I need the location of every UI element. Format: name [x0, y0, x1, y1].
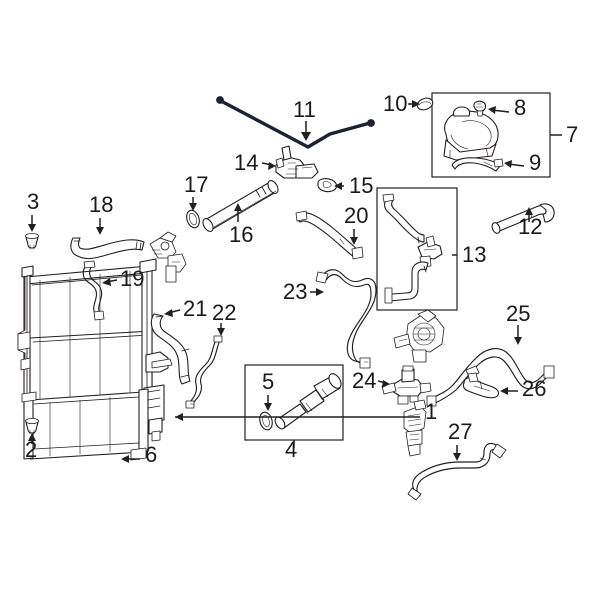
callout-21: 21	[183, 296, 208, 321]
reservoir-group-box	[431, 92, 562, 178]
callout-leaders	[28, 100, 533, 463]
radiator-lower-hose	[150, 313, 191, 385]
callout-26: 26	[522, 376, 547, 401]
callout-7: 7	[566, 122, 579, 147]
radiator-bleed-hose	[82, 260, 105, 321]
callout-3: 3	[27, 189, 40, 214]
callout-25: 25	[506, 301, 531, 326]
callout-18: 18	[89, 192, 114, 217]
tube-seal	[416, 97, 434, 111]
hose-clip-bracket	[462, 372, 500, 399]
callout-14: 14	[234, 150, 259, 175]
tube-o-ring	[186, 209, 200, 229]
callout-6: 6	[145, 442, 158, 467]
callout-20: 20	[344, 203, 369, 228]
callout-8: 8	[514, 95, 527, 120]
water-inlet-tube	[202, 180, 279, 232]
callout-16: 16	[229, 222, 254, 247]
inlet-pipe-group-box	[244, 364, 344, 448]
long-coolant-hose	[315, 269, 377, 369]
radiator-upper-hose	[70, 237, 145, 260]
callout-9: 9	[529, 150, 542, 175]
degas-hose	[407, 442, 507, 501]
callout-11: 11	[293, 97, 316, 122]
radiator-lower-insulator	[25, 417, 39, 435]
callout-17: 17	[184, 172, 209, 197]
callout-13: 13	[462, 242, 487, 267]
coolant-tube-highlighted	[216, 96, 375, 149]
callout-23: 23	[283, 279, 308, 304]
coolant-reservoir	[443, 100, 504, 172]
callout-12: 12	[518, 214, 543, 239]
callout-4: 4	[285, 437, 298, 462]
callout-5: 5	[262, 369, 275, 394]
callout-2: 2	[25, 437, 38, 462]
callout-15: 15	[349, 173, 374, 198]
transmission-oil-cooler	[21, 388, 149, 461]
callout-27: 27	[448, 419, 473, 444]
coolant-valve	[381, 365, 432, 405]
overflow-hose	[185, 335, 223, 409]
callout-22: 22	[212, 300, 237, 325]
radiator-upper-insulator	[25, 232, 39, 250]
water-outlet-connector	[275, 145, 319, 179]
callout-19: 19	[120, 266, 145, 291]
callout-24: 24	[352, 368, 377, 393]
connector-gasket	[317, 178, 338, 193]
water-pump-assembly	[393, 309, 445, 363]
coolant-return-hose	[295, 210, 364, 260]
callout-1: 1	[425, 399, 438, 424]
heater-hose-group-box	[376, 187, 458, 311]
callout-10: 10	[383, 91, 408, 116]
water-pump-housing	[149, 231, 187, 283]
coolant-temp-sensor	[403, 399, 427, 457]
heater-hose-kit	[382, 193, 443, 304]
radiator-assembly	[17, 258, 173, 442]
heater-hose-12	[491, 203, 555, 234]
